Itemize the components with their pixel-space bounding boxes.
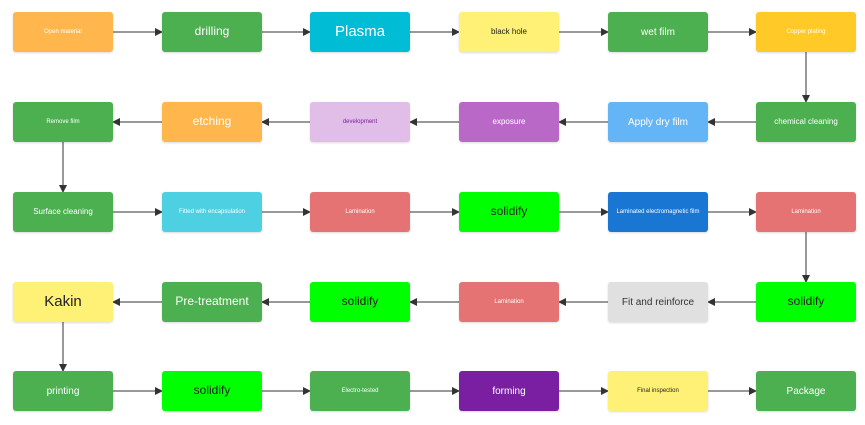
node-etching[interactable]: etching xyxy=(162,102,262,142)
node-label: Electro-tested xyxy=(341,387,379,394)
node-surface-cleaning[interactable]: Surface cleaning xyxy=(13,192,113,232)
node-label: Copper plating xyxy=(786,28,826,35)
node-label: Package xyxy=(786,385,826,397)
node-label: solidify xyxy=(490,204,528,219)
node-drilling[interactable]: drilling xyxy=(162,12,262,52)
node-chemical-cleaning[interactable]: chemical cleaning xyxy=(756,102,856,142)
node-label: Apply dry film xyxy=(627,116,688,128)
node-label: solidify xyxy=(193,383,231,398)
node-label: Surface cleaning xyxy=(33,206,93,216)
node-lamination[interactable]: Lamination xyxy=(756,192,856,232)
node-label: development xyxy=(342,118,378,125)
node-label: Lamination xyxy=(345,208,375,215)
node-label: Fitted with encapsulation xyxy=(178,208,246,215)
node-label: Pre-treatment xyxy=(175,294,249,309)
node-solidify[interactable]: solidify xyxy=(162,371,262,411)
node-apply-dry-film[interactable]: Apply dry film xyxy=(608,102,708,142)
node-solidify[interactable]: solidify xyxy=(756,282,856,322)
node-lamination[interactable]: Lamination xyxy=(310,192,410,232)
node-laminated-em-film[interactable]: Laminated electromagnetic film xyxy=(608,192,708,232)
node-label: black hole xyxy=(490,26,528,36)
node-copper-plating[interactable]: Copper plating xyxy=(756,12,856,52)
node-kakin[interactable]: Kakin xyxy=(13,282,113,322)
node-label: Final inspection xyxy=(637,387,679,394)
node-label: wet film xyxy=(641,26,675,38)
node-label: Fit and reinforce xyxy=(621,296,695,308)
node-printing[interactable]: printing xyxy=(13,371,113,411)
node-label: drilling xyxy=(194,24,230,39)
node-label: Open material xyxy=(44,28,82,35)
node-exposure[interactable]: exposure xyxy=(459,102,559,142)
node-fitted-encapsulation[interactable]: Fitted with encapsulation xyxy=(162,192,262,232)
node-label: Lamination xyxy=(494,298,524,305)
node-forming[interactable]: forming xyxy=(459,371,559,411)
node-label: solidify xyxy=(787,294,825,309)
node-fit-and-reinforce[interactable]: Fit and reinforce xyxy=(608,282,708,322)
node-label: Laminated electromagnetic film xyxy=(616,208,700,215)
node-development[interactable]: development xyxy=(310,102,410,142)
node-label: chemical cleaning xyxy=(774,116,838,126)
node-label: printing xyxy=(46,385,80,397)
node-package[interactable]: Package xyxy=(756,371,856,411)
node-label: etching xyxy=(192,114,232,129)
node-open-material[interactable]: Open material xyxy=(13,12,113,52)
node-pre-treatment[interactable]: Pre-treatment xyxy=(162,282,262,322)
node-solidify[interactable]: solidify xyxy=(310,282,410,322)
node-lamination[interactable]: Lamination xyxy=(459,282,559,322)
node-label: forming xyxy=(492,385,526,397)
node-plasma[interactable]: Plasma xyxy=(310,12,410,52)
node-remove-film[interactable]: Remove film xyxy=(13,102,113,142)
node-wet-film[interactable]: wet film xyxy=(608,12,708,52)
node-label: solidify xyxy=(341,294,379,309)
node-electro-tested[interactable]: Electro-tested xyxy=(310,371,410,411)
node-label: Remove film xyxy=(46,118,80,125)
node-label: Lamination xyxy=(791,208,821,215)
node-black-hole[interactable]: black hole xyxy=(459,12,559,52)
node-final-inspection[interactable]: Final inspection xyxy=(608,371,708,411)
node-label: Plasma xyxy=(334,22,386,40)
node-label: exposure xyxy=(492,116,526,126)
node-label: Kakin xyxy=(44,292,82,310)
node-solidify[interactable]: solidify xyxy=(459,192,559,232)
